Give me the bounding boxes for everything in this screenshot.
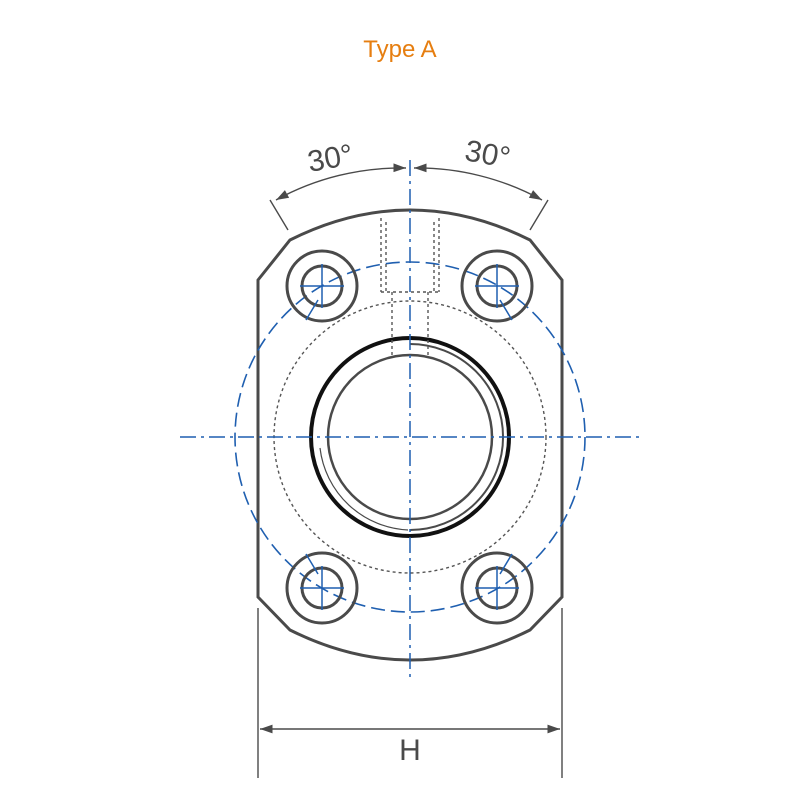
angle-dimension bbox=[269, 163, 549, 231]
lube-port-hidden bbox=[380, 218, 440, 356]
centerlines bbox=[180, 160, 640, 680]
flange-outline bbox=[256, 208, 564, 662]
angle-label-right: 30° bbox=[462, 134, 512, 174]
bore-thread-arc-2 bbox=[319, 447, 409, 531]
diagram-title: Type A bbox=[363, 36, 437, 63]
angle-label-left: 30° bbox=[305, 138, 355, 178]
width-label: H bbox=[399, 734, 421, 767]
width-dimension bbox=[257, 608, 563, 778]
